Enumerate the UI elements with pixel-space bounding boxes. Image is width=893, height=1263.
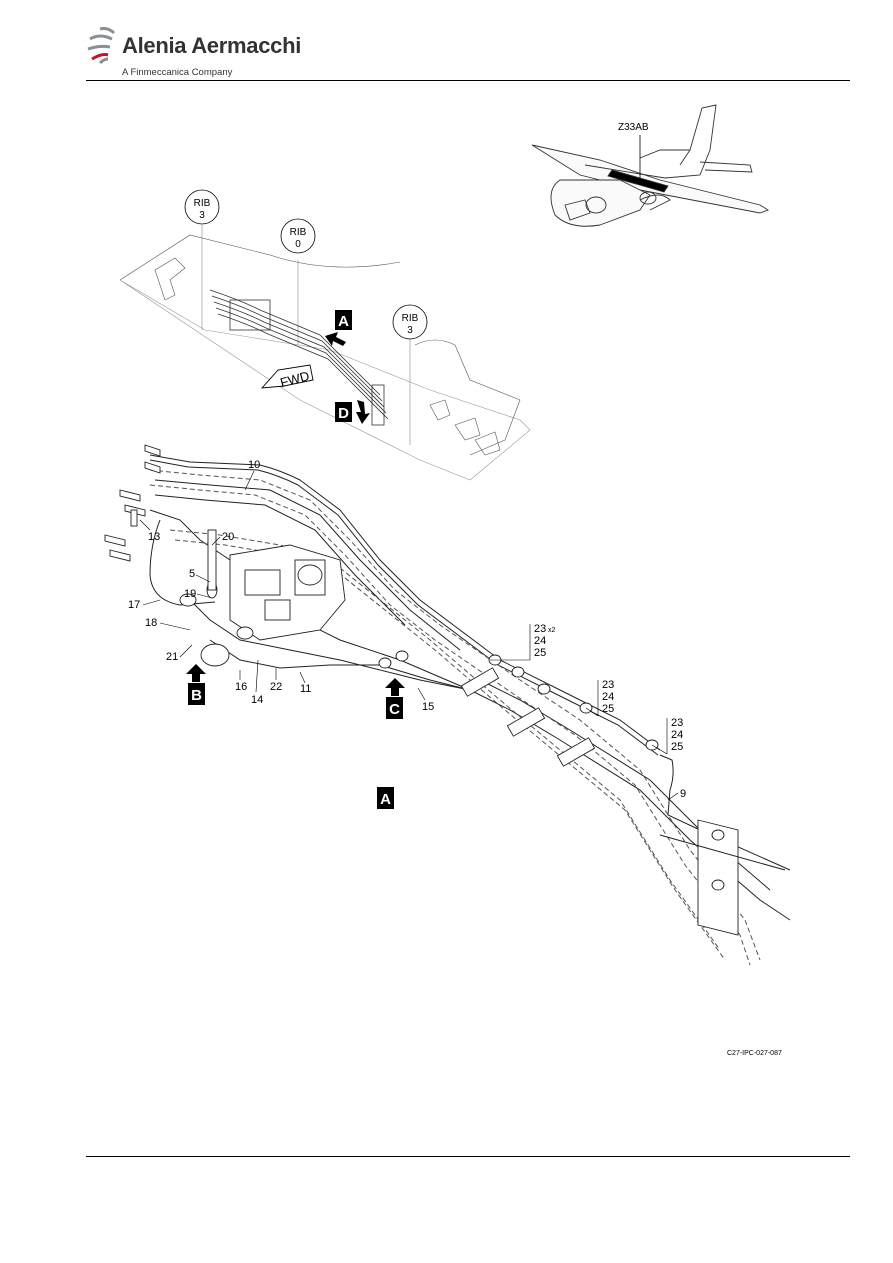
rib-label: RIB xyxy=(194,198,211,209)
callout-item-23: 23 xyxy=(602,679,614,691)
callout-item-21: 21 xyxy=(166,651,178,663)
rib-number: 3 xyxy=(407,325,413,336)
fwd-label: FWD xyxy=(279,368,311,390)
footer-rule xyxy=(86,1156,850,1157)
brand-name: Alenia Aermacchi xyxy=(122,33,302,58)
callout-item-24: 24 xyxy=(534,635,546,647)
callout-item-14: 14 xyxy=(251,694,263,706)
callout-item-9: 9 xyxy=(680,788,686,800)
swoosh-logo-icon xyxy=(87,27,116,65)
zone-label: Z33AB xyxy=(618,122,649,133)
view-flag-letter: C xyxy=(389,701,400,718)
fwd-arrow: FWD xyxy=(260,364,314,390)
callout-item-24: 24 xyxy=(602,691,614,703)
rib-label: RIB xyxy=(402,313,419,324)
brand-tagline: A Finmeccanica Company xyxy=(122,67,233,78)
callout-item-18: 18 xyxy=(145,617,157,629)
callout-item-25: 25 xyxy=(602,703,614,715)
callout-item-11: 11 xyxy=(300,683,311,695)
callout-item-23: 23 xyxy=(534,623,546,635)
callout-item-22: 22 xyxy=(270,681,282,693)
view-title-a: A xyxy=(377,787,394,809)
callout-item-16: 16 xyxy=(235,681,247,693)
detail-tube-assembly xyxy=(104,444,791,966)
header-rule xyxy=(86,80,850,81)
view-title-letter: A xyxy=(380,791,391,808)
company-logo: Alenia Aermacchi A Finmeccanica Company xyxy=(86,25,316,85)
item-callouts: 10 13 20 5 19 17 18 21 16 14 22 11 15 23… xyxy=(128,459,686,800)
callout-item-20: 20 xyxy=(222,531,234,543)
rib-callout: RIB 3 xyxy=(184,189,220,225)
callout-item-10: 10 xyxy=(248,459,260,471)
rib-number: 3 xyxy=(199,210,205,221)
rib-number: 0 xyxy=(295,239,301,250)
callout-item-23: 23 xyxy=(671,717,683,729)
view-flag-letter: B xyxy=(191,687,202,704)
callout-item-13: 13 xyxy=(148,531,160,543)
wing-overview xyxy=(119,225,531,481)
view-flag-c: C xyxy=(385,678,405,719)
figure-id: C27-IPC-027-087 xyxy=(727,1050,782,1057)
callout-x2-note: x2 xyxy=(548,627,556,634)
callout-item-17: 17 xyxy=(128,599,140,611)
aircraft-locator xyxy=(531,104,770,227)
callout-item-25: 25 xyxy=(534,647,546,659)
page-header: Alenia Aermacchi A Finmeccanica Company xyxy=(0,0,893,90)
leader-lines xyxy=(139,470,679,801)
view-flag-letter: D xyxy=(338,405,349,422)
callout-item-25: 25 xyxy=(671,741,683,753)
callout-item-15: 15 xyxy=(422,701,434,713)
rib-callout: RIB 0 xyxy=(280,218,316,254)
callout-item-19: 19 xyxy=(184,588,196,600)
rib-label: RIB xyxy=(290,227,307,238)
callout-item-5: 5 xyxy=(189,568,195,580)
rib-callout: RIB 3 xyxy=(392,304,428,340)
view-flag-a-small: A xyxy=(325,310,352,346)
view-flag-b: B xyxy=(186,664,206,705)
view-flag-d: D xyxy=(335,400,370,424)
callout-item-24: 24 xyxy=(671,729,683,741)
view-flag-letter: A xyxy=(338,313,349,330)
